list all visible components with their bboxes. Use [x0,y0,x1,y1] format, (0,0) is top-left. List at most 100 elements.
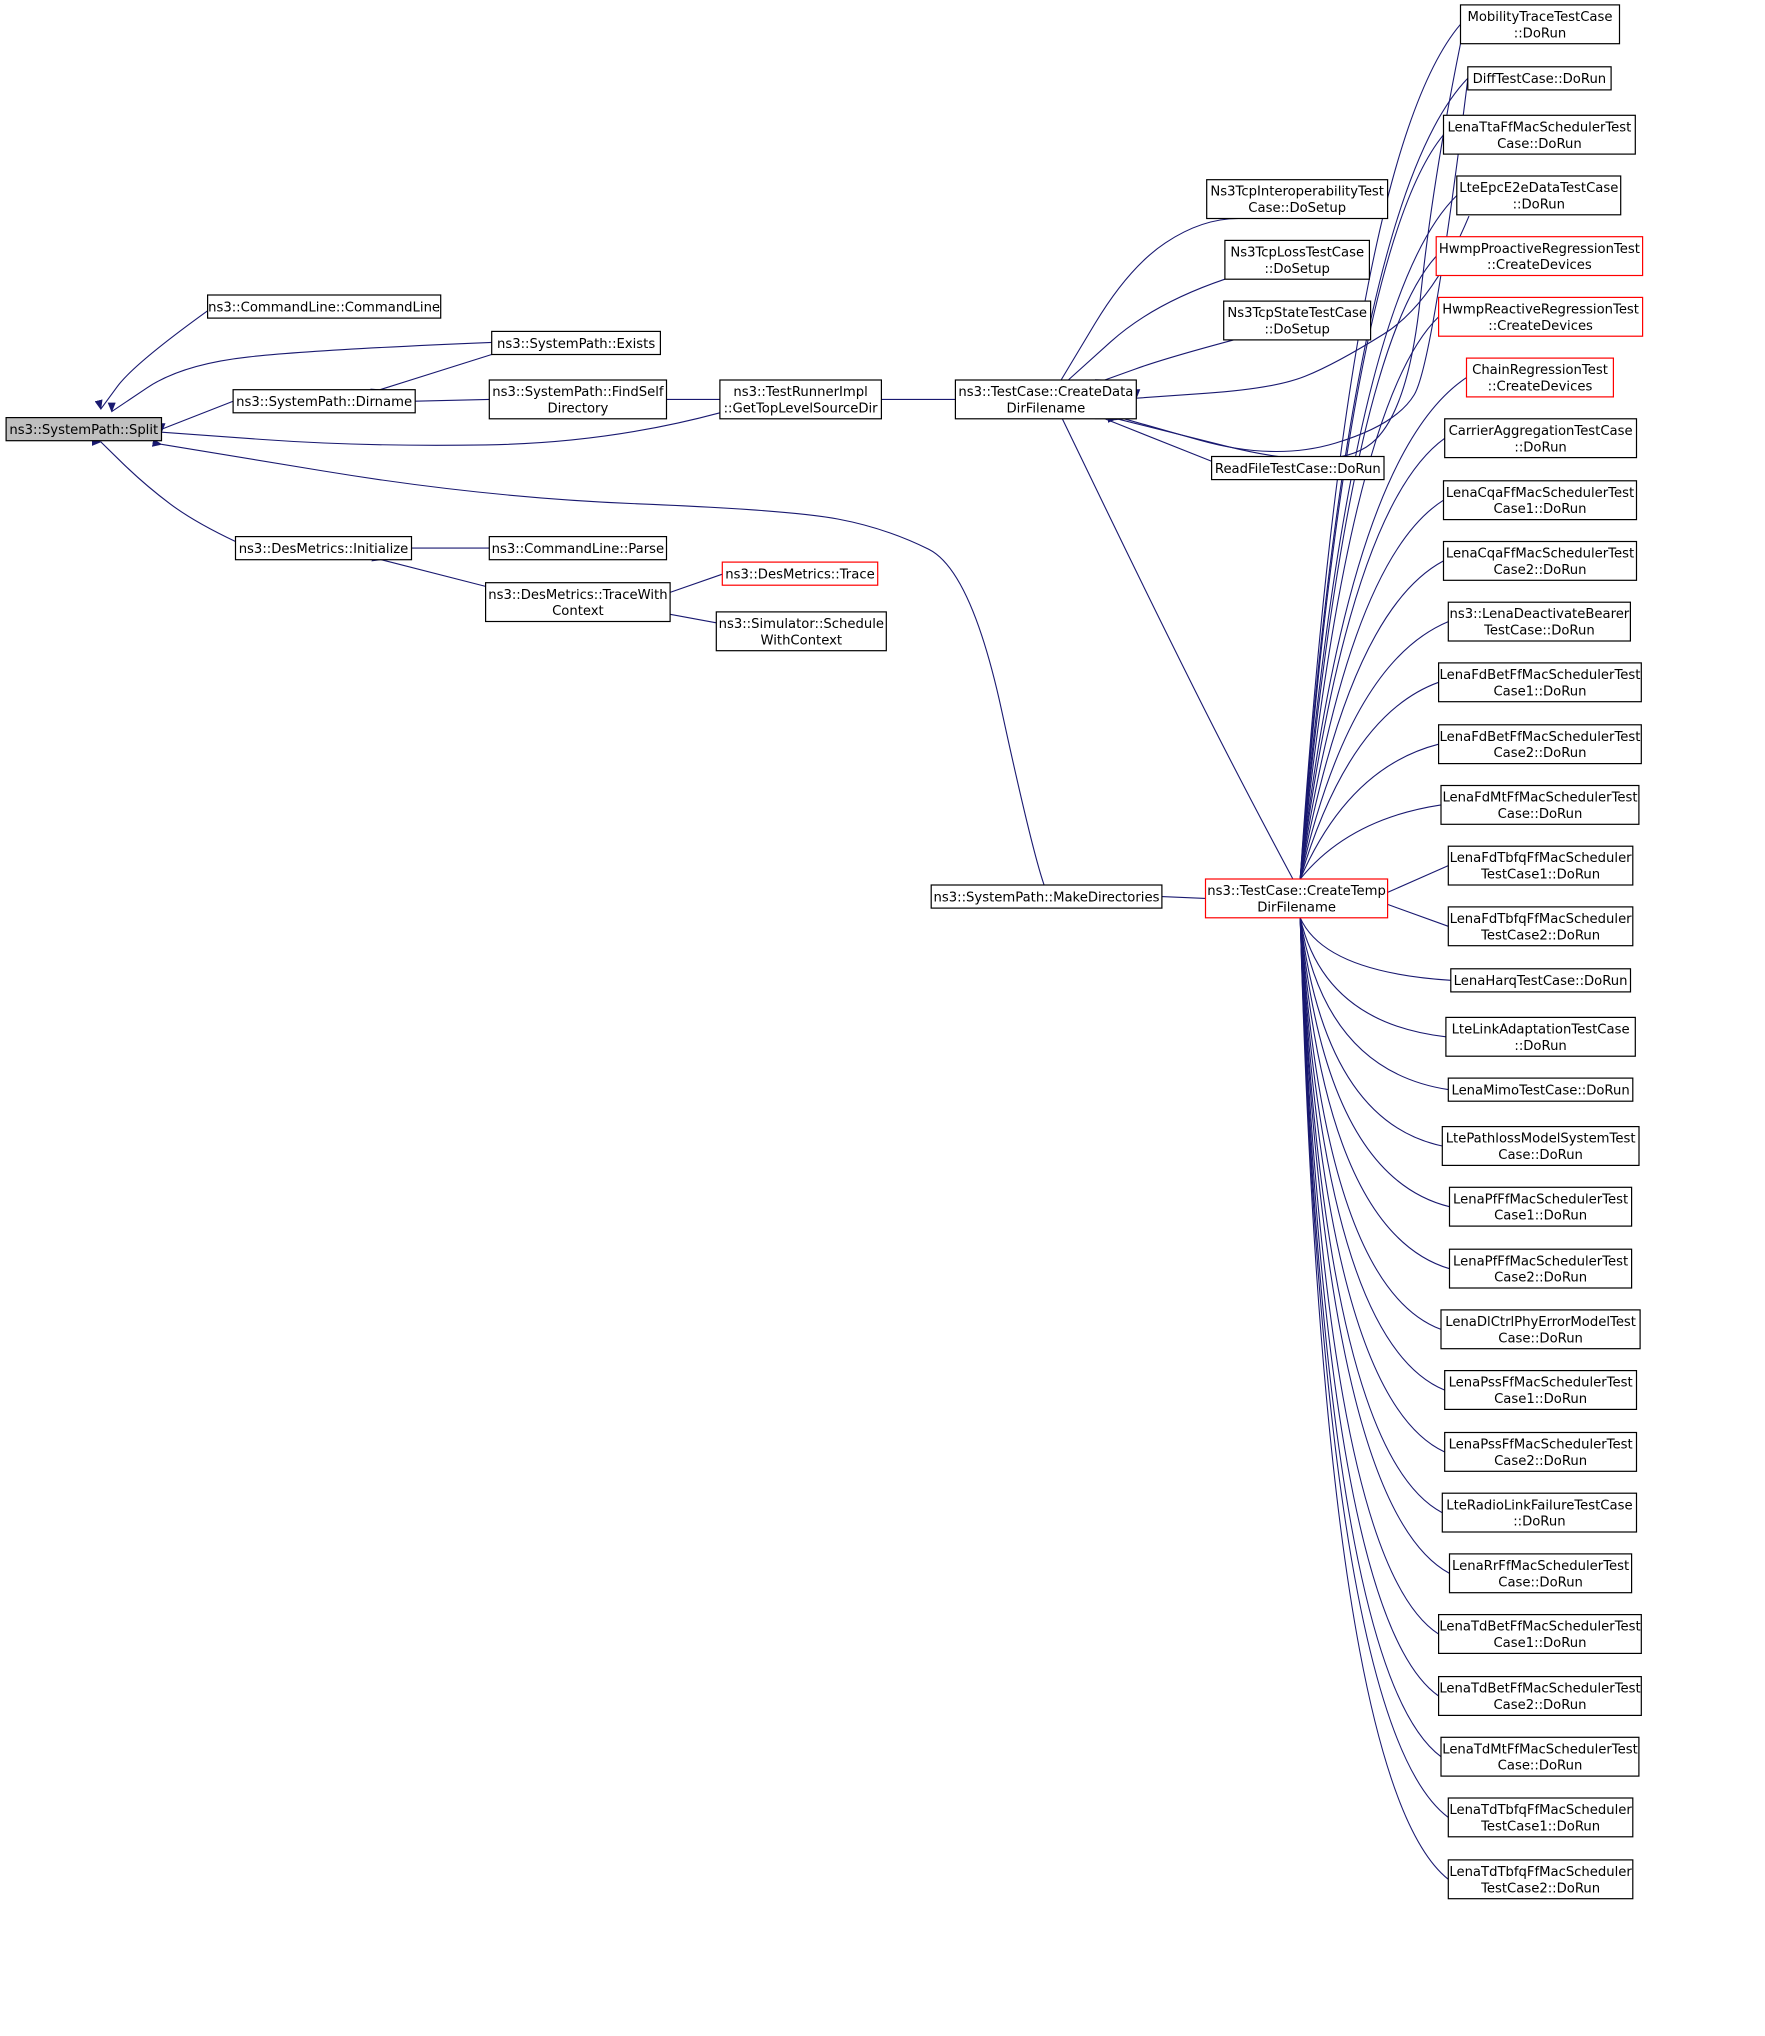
node-split[interactable]: ns3::SystemPath::Split [5,417,163,442]
node-box [1437,1675,1642,1716]
node-label-line: LenaTdBetFfMacSchedulerTest [1439,1682,1640,1697]
node-label-line: LteLinkAdaptationTestCase [1452,1022,1630,1037]
node-box [1465,357,1614,398]
node-parse[interactable]: ns3::CommandLine::Parse [488,535,668,561]
edge-split-initialize [91,432,236,542]
node-mobility[interactable]: MobilityTraceTestCase::DoRun [1459,4,1621,45]
node-box [1206,179,1389,220]
node-label-line: DiffTestCase::DoRun [1473,72,1607,87]
node-cmdline[interactable]: ns3::CommandLine::CommandLine [207,294,442,319]
node-trace[interactable]: ns3::DesMetrics::Trace [721,561,879,586]
node-lenamimo[interactable]: LenaMimoTestCase::DoRun [1447,1077,1634,1102]
node-label-line: LenaFdTbfqFfMacScheduler [1450,851,1633,866]
edge-createtemp-lenafdtbfq1 [1377,865,1449,900]
node-gettop[interactable]: ns3::TestRunnerImpl::GetTopLevelSourceDi… [719,379,883,420]
node-box [1441,1492,1638,1533]
node-hwmpreact[interactable]: HwmpReactiveRegressionTest::CreateDevice… [1437,296,1644,337]
node-makedirs[interactable]: ns3::SystemPath::MakeDirectories [930,884,1163,909]
node-initialize[interactable]: ns3::DesMetrics::Initialize [234,535,413,561]
node-label-line: LenaTdTbfqFfMacScheduler [1449,1803,1632,1818]
node-ns3tcploss[interactable]: Ns3TcpLossTestCase::DoSetup [1224,239,1371,280]
edge-createtemp-lenaharq [1292,907,1451,981]
node-box [1223,300,1372,341]
node-label-line: LenaTtaFfMacSchedulerTest [1447,120,1631,135]
node-ltelink[interactable]: LteLinkAdaptationTestCase::DoRun [1445,1016,1636,1057]
node-label-line: Case::DoRun [1498,1331,1583,1346]
node-label-line: ns3::Simulator::Schedule [719,617,884,632]
node-label-line: Case2::DoRun [1494,1271,1587,1286]
node-box [1459,4,1621,45]
node-box [1447,1797,1634,1838]
node-hwmppro[interactable]: HwmpProactiveRegressionTest::CreateDevic… [1435,236,1644,277]
node-box [488,535,668,561]
node-label-line: ::DoSetup [1264,323,1330,338]
edge-split-gettop [152,412,721,446]
edge-createtemp-lenadeact [1294,621,1449,889]
node-label-line: MobilityTraceTestCase [1467,10,1612,25]
edge-tracewith-trace [660,573,723,600]
edge-dirname-exists [370,353,492,397]
node-label-line: HwmpProactiveRegressionTest [1439,242,1640,257]
edge-createdata-createtemp [1054,408,1294,880]
node-box [1447,601,1632,642]
node-chain[interactable]: ChainRegressionTest::CreateDevices [1465,357,1614,398]
node-label-line: ns3::SystemPath::FindSelf [492,385,664,400]
node-box [485,582,671,623]
node-dirname[interactable]: ns3::SystemPath::Dirname [232,389,416,414]
node-label-line: ns3::CommandLine::CommandLine [208,300,440,315]
edge-createdata-ns3tcploss [1058,278,1226,389]
node-label-line: DirFilename [1007,401,1086,416]
node-label-line: ns3::TestRunnerImpl [733,385,867,400]
node-lteepce2e[interactable]: LteEpcE2eDataTestCase::DoRun [1456,175,1622,216]
node-lteradio[interactable]: LteRadioLinkFailureTestCase::DoRun [1441,1492,1638,1533]
edge-createtemp-carrier [1295,437,1446,889]
node-lenaharq[interactable]: LenaHarqTestCase::DoRun [1450,968,1632,993]
node-exists[interactable]: ns3::SystemPath::Exists [491,330,662,356]
node-box [1448,1186,1633,1227]
node-box [491,330,662,356]
node-label-line: Ns3TcpStateTestCase [1227,306,1367,321]
node-box [1456,175,1622,216]
edge-createtemp-lenafdbet1 [1293,681,1439,889]
edge-createtemp-lenatdbet2 [1295,908,1439,1697]
edge-split-exists [102,341,492,420]
node-diff[interactable]: DiffTestCase::DoRun [1467,66,1612,91]
node-label-line: ::DoSetup [1264,262,1330,277]
node-readfile[interactable]: ReadFileTestCase::DoRun [1210,455,1385,481]
node-carrier[interactable]: CarrierAggregationTestCase::DoRun [1444,418,1638,459]
node-ns3tcpstate[interactable]: Ns3TcpStateTestCase::DoSetup [1223,300,1372,341]
node-label-line: TestCase::DoRun [1483,624,1595,639]
node-box [1444,1369,1638,1410]
node-box [1437,1613,1642,1654]
node-label-line: LenaFdTbfqFfMacScheduler [1450,912,1633,927]
edge-createdata-ns3tcpstate [1094,338,1239,387]
edge-createtemp-lenafdbet2 [1292,743,1439,889]
